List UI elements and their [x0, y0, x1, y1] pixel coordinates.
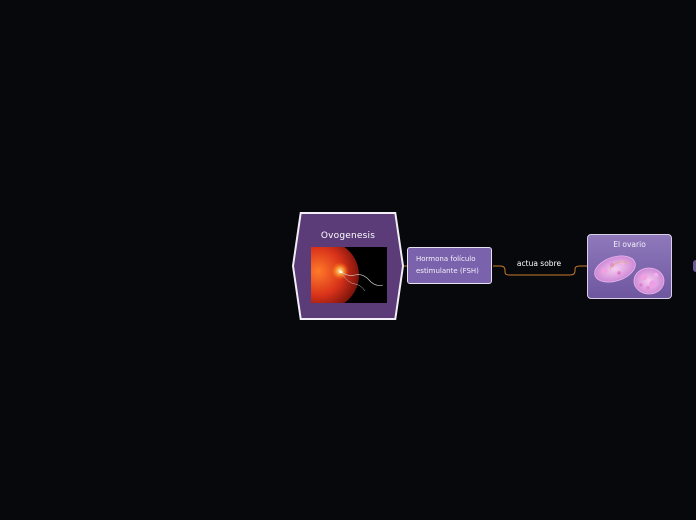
fsh-line-2: estimulante (FSH) [416, 267, 479, 275]
node-fsh-hormone[interactable]: Hormona folículo estimulante (FSH) [407, 247, 492, 284]
ovary-title: El ovario [613, 240, 646, 249]
ovary-image [594, 255, 665, 295]
root-node-title: Ovogenesis [320, 231, 376, 241]
root-node-ovogenesis[interactable]: Ovogenesis [292, 212, 404, 320]
root-node-body: Ovogenesis [294, 214, 402, 318]
egg-sperm-image [311, 247, 387, 303]
node-ovary[interactable]: El ovario [587, 234, 672, 299]
relation-label[interactable]: actua sobre [516, 259, 562, 268]
fsh-line-1: Hormona folículo [416, 255, 476, 263]
offscreen-node-edge [693, 260, 696, 272]
connector-fsh-to-ovary [493, 265, 587, 276]
